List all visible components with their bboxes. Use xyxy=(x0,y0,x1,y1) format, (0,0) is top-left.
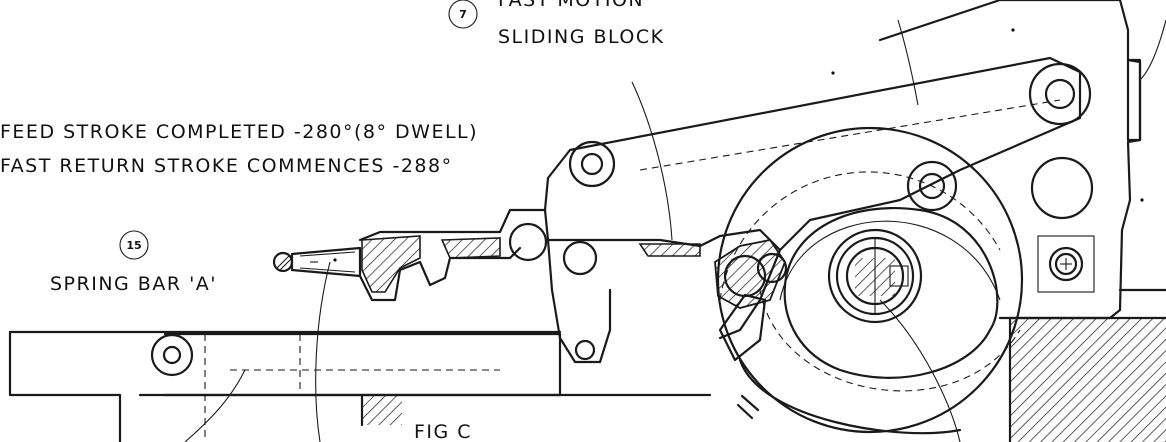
callout-15: 15 xyxy=(119,230,149,260)
sliding-block-label: SLIDING BLOCK xyxy=(498,26,665,48)
slide-block xyxy=(358,208,782,340)
reference-dots xyxy=(333,28,1144,262)
hatched-base-block xyxy=(1010,318,1166,442)
figure-label: FIG C xyxy=(414,421,472,442)
latch-block xyxy=(714,239,788,420)
cam-assembly xyxy=(716,126,1024,435)
spring-bar-label: SPRING BAR 'A' xyxy=(50,273,217,295)
callout-15-number: 15 xyxy=(126,239,141,252)
callout-7: 7 xyxy=(448,0,478,29)
fast-motion-label: FAST MOTION xyxy=(498,0,644,11)
upper-housing xyxy=(878,0,1142,320)
feed-stroke-label: FEED STROKE COMPLETED -280°(8° DWELL) xyxy=(0,121,478,143)
lower-slide-bar xyxy=(150,332,562,442)
callout-7-number: 7 xyxy=(459,8,467,21)
rocker-lever xyxy=(543,56,1082,364)
base-frame xyxy=(8,288,1166,442)
leader-lines xyxy=(184,19,1166,442)
fast-return-label: FAST RETURN STROKE COMMENCES -288° xyxy=(0,155,453,177)
hatched-small-block xyxy=(360,393,402,427)
